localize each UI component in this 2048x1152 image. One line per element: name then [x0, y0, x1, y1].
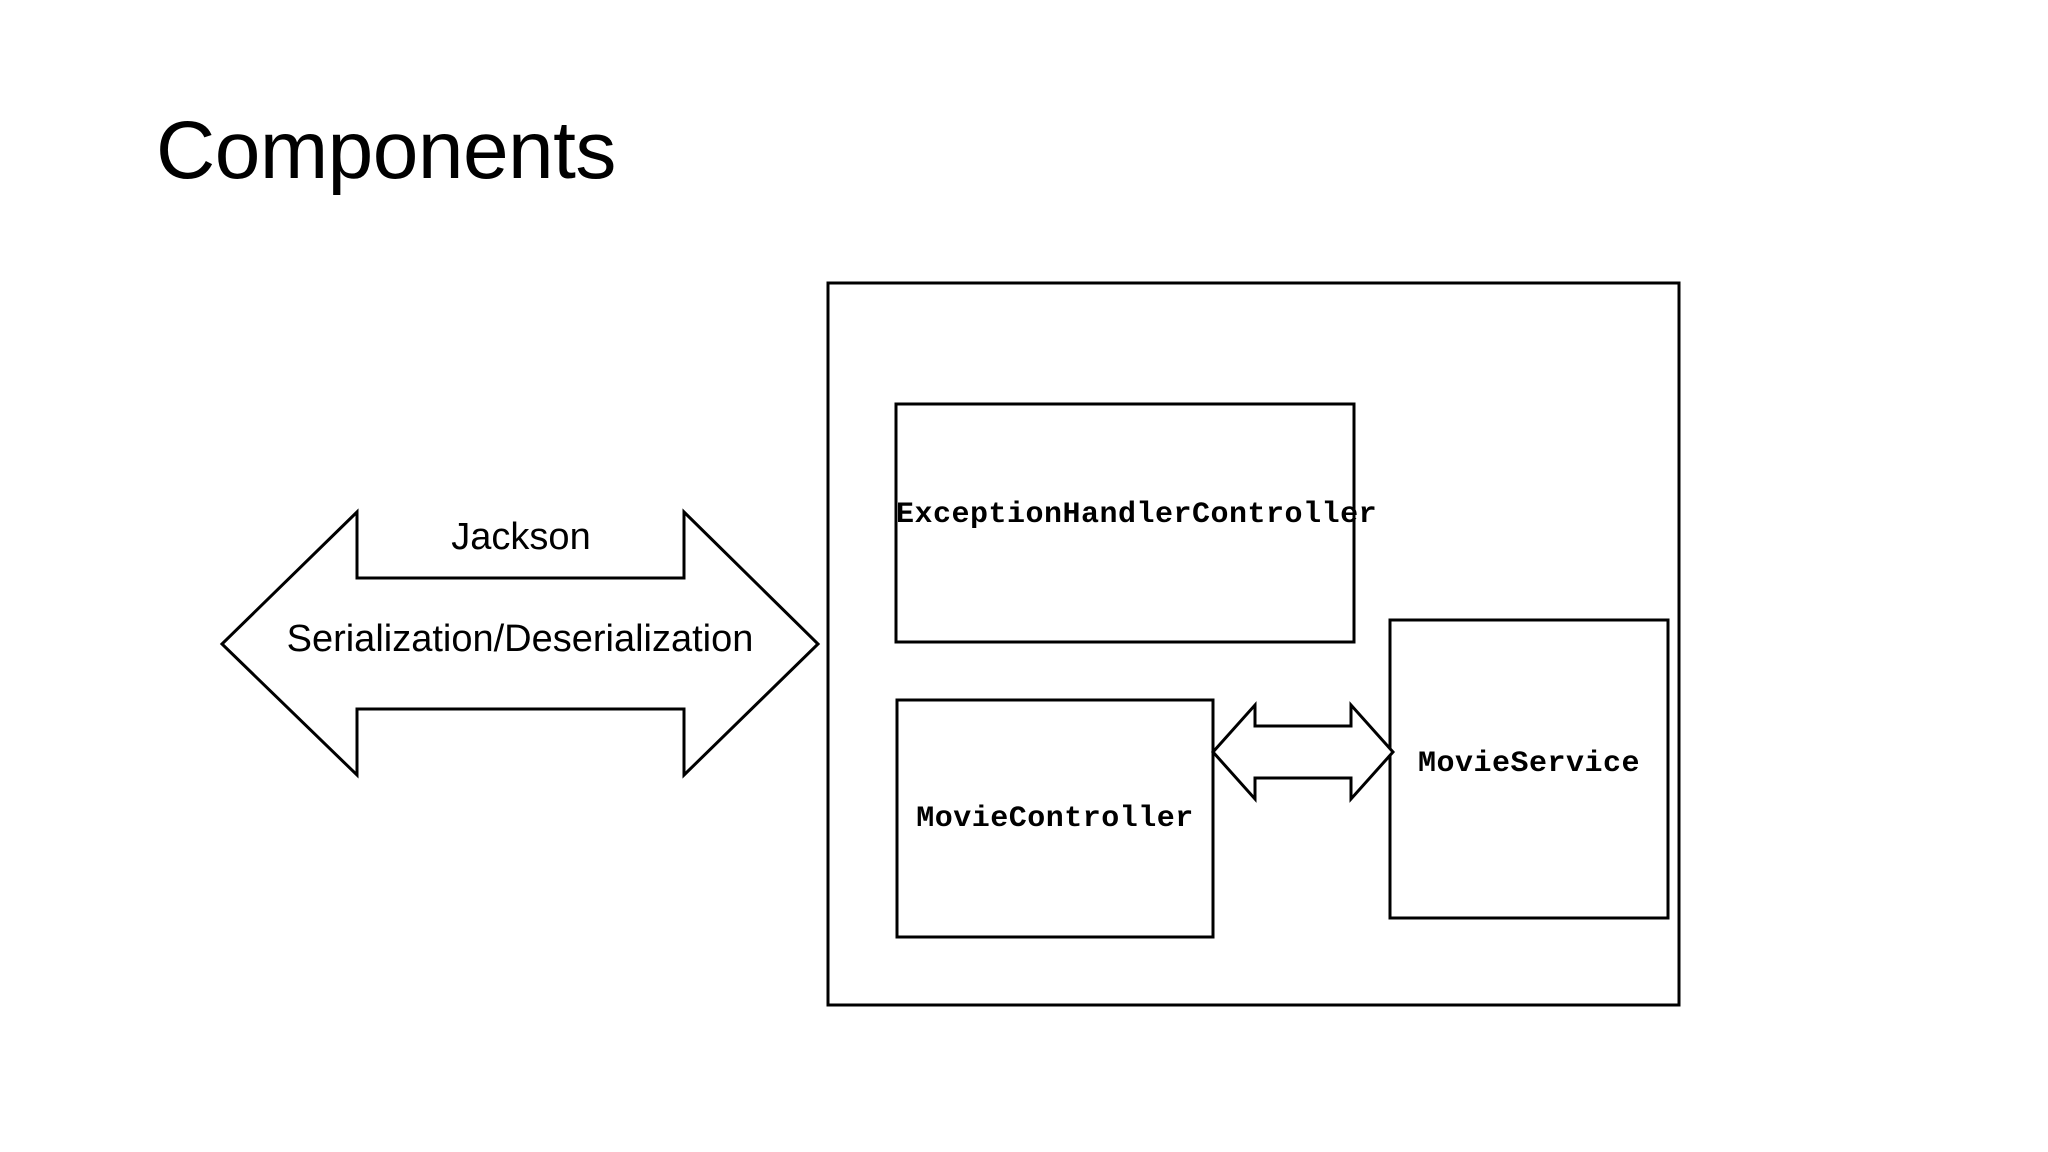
movie-controller-label: MovieController — [916, 802, 1194, 836]
page-title: Components — [156, 105, 616, 196]
movie-service-box[interactable] — [1388, 618, 1670, 920]
exception-handler-controller-label: ExceptionHandlerController — [896, 498, 1378, 532]
serialization-arrow-shape — [219, 508, 821, 779]
exception-handler-controller-box[interactable] — [894, 402, 1356, 644]
serialization-arrow-label-jackson: Jackson — [451, 516, 591, 558]
movie-controller-box[interactable] — [895, 698, 1215, 939]
serialization-arrow-label-detail: Serialization/Deserialization — [286, 618, 754, 660]
movie-service-label: MovieService — [1417, 747, 1641, 781]
controller-service-arrow-shape — [1210, 701, 1396, 803]
